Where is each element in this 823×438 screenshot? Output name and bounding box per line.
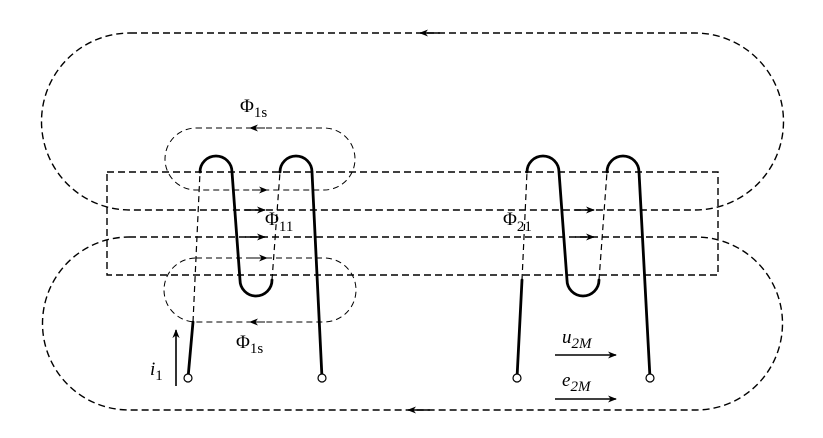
label-u2M: u2M	[562, 327, 593, 352]
outer-flux-loop-top	[40, 32, 785, 211]
terminal-1b	[317, 373, 327, 383]
terminal-2a	[512, 373, 522, 383]
label-i1: i1	[150, 359, 163, 384]
label-phi-1s-bottom: Φ1s	[236, 332, 263, 357]
leakage-flux-loop-bottom	[163, 257, 357, 323]
core-outline	[106, 171, 719, 276]
terminal-2b	[645, 373, 655, 383]
label-phi-11: Φ11	[265, 209, 293, 235]
label-phi-1s-top: Φ1s	[240, 96, 267, 121]
leakage-flux-loop-top	[164, 127, 356, 191]
flux-arrows	[245, 29, 595, 414]
primary-coil	[183, 154, 327, 383]
secondary-coil	[512, 154, 655, 383]
label-phi-21: Φ21	[503, 209, 532, 235]
terminal-1a	[183, 373, 193, 383]
outer-flux-loop-bottom	[41, 236, 784, 411]
label-e2M: e2M	[562, 370, 592, 395]
